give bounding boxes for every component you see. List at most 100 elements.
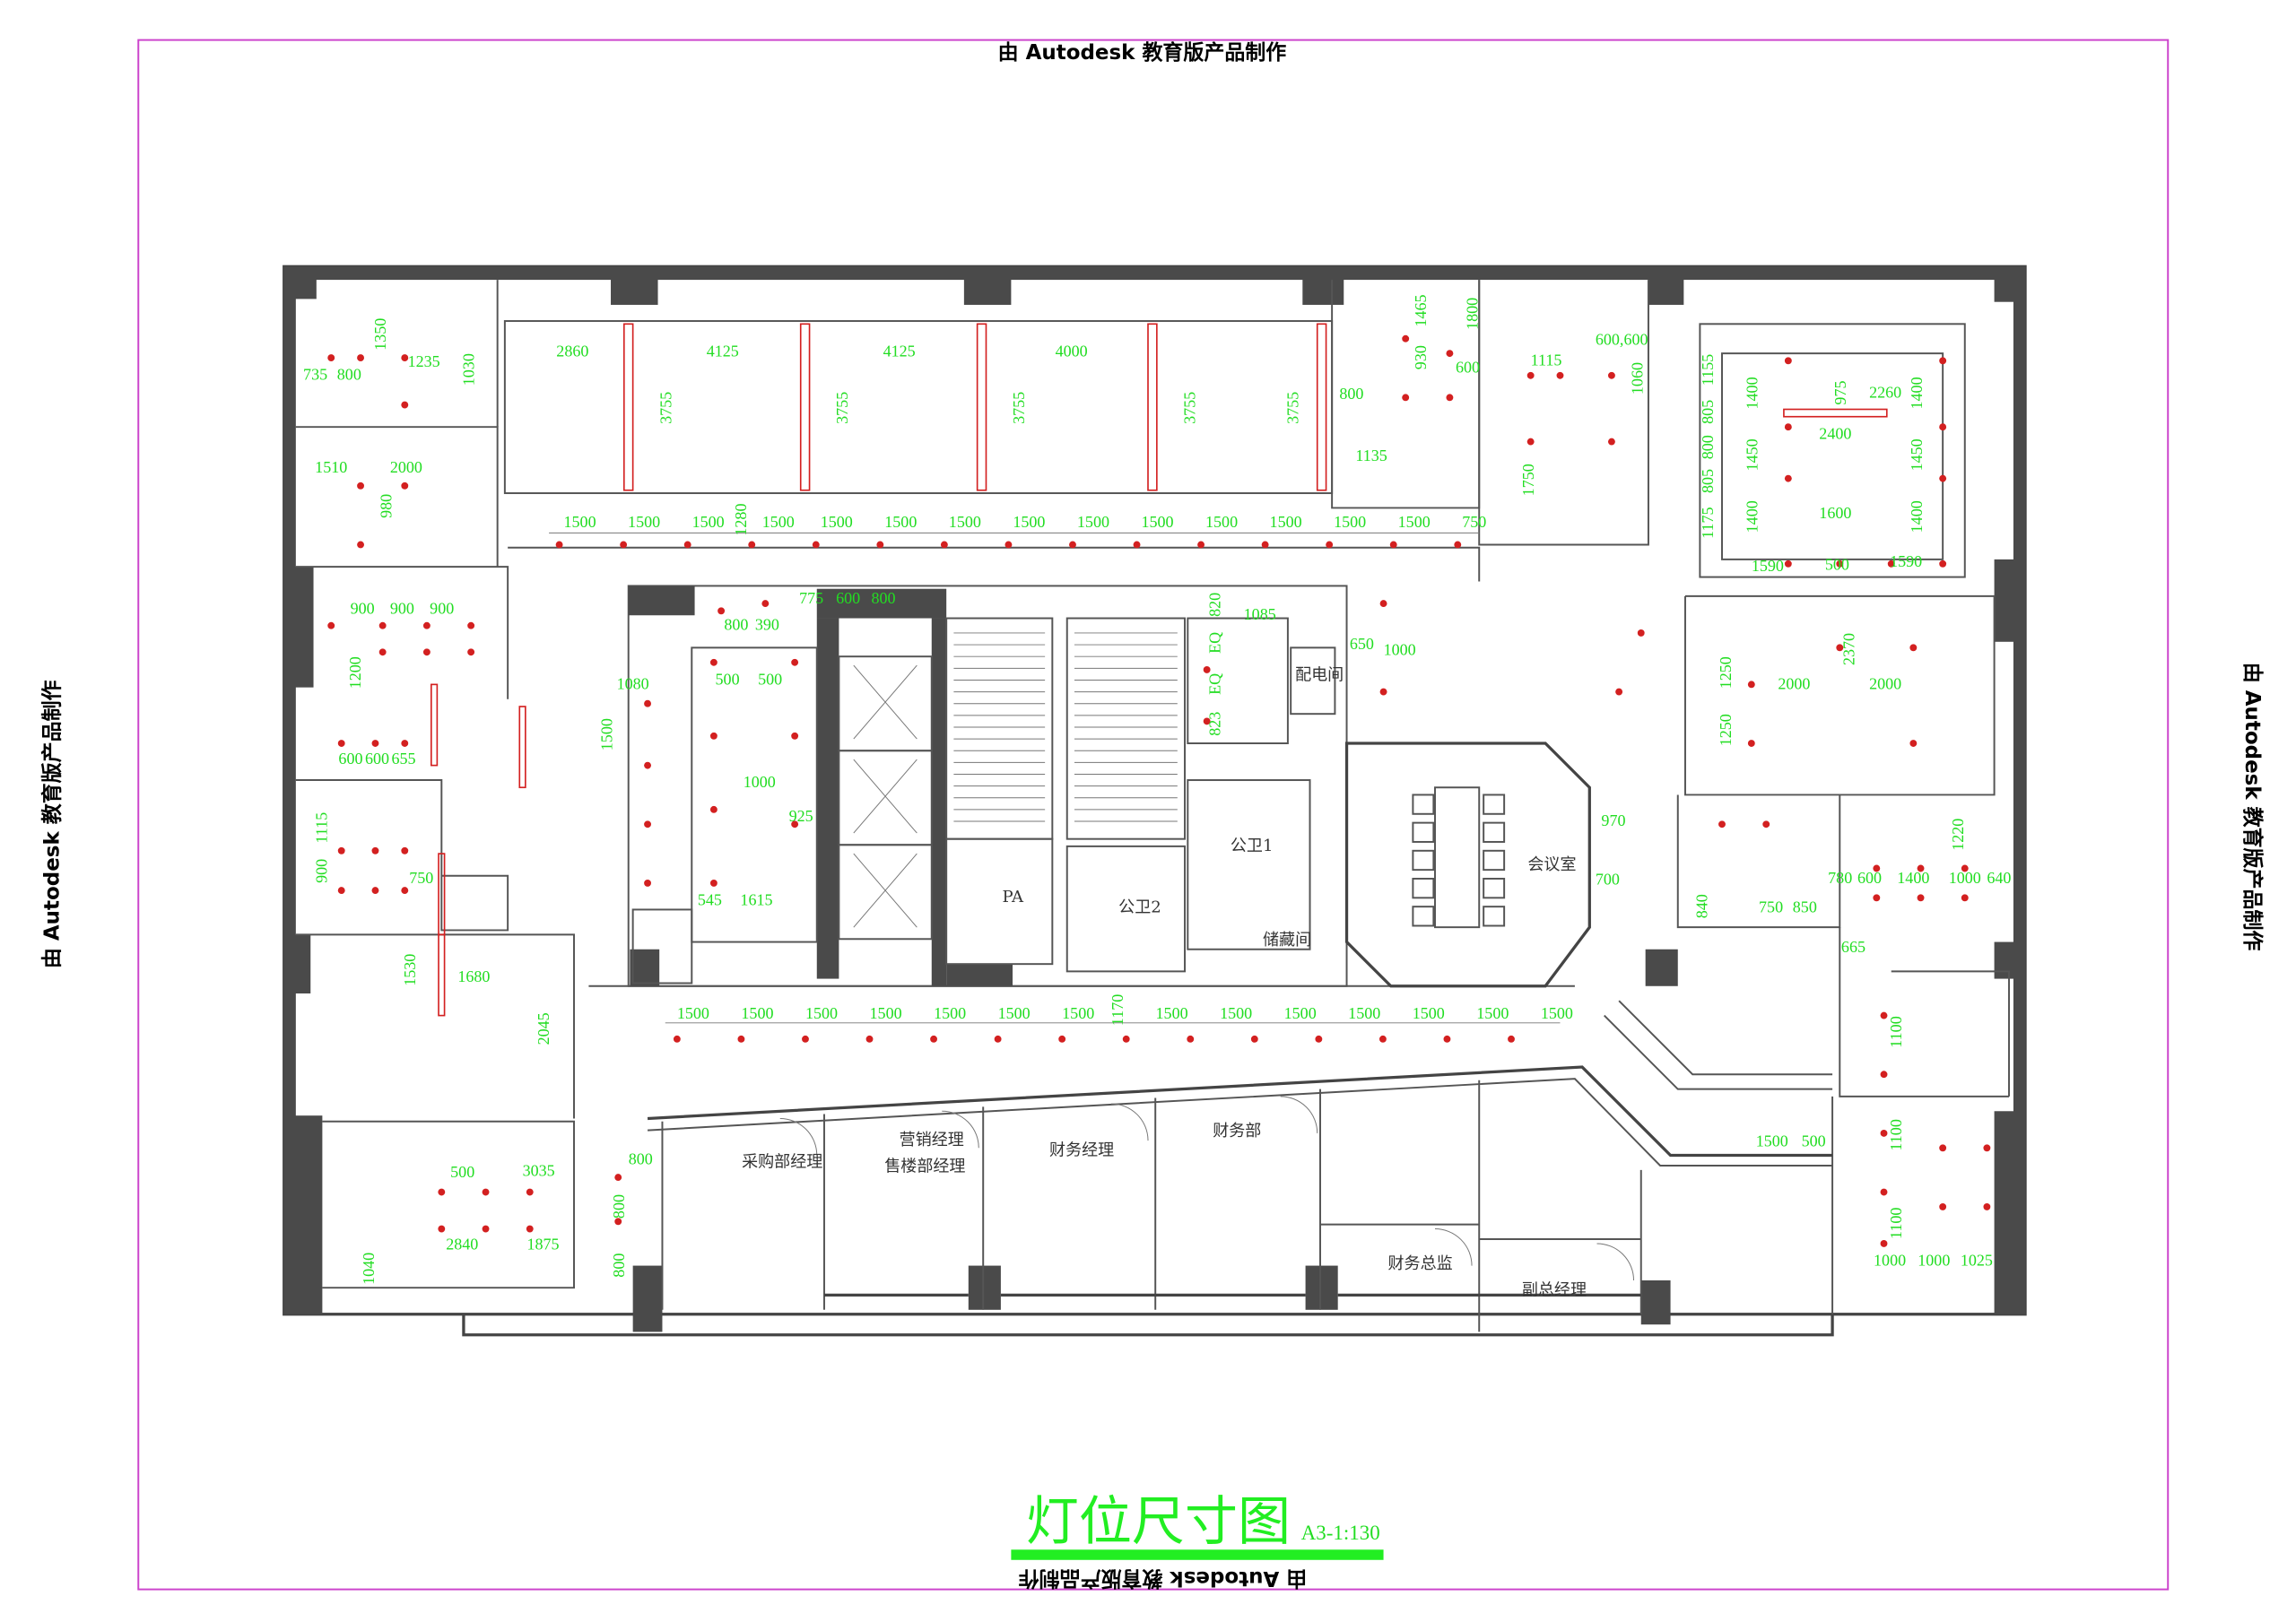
downlight-icon xyxy=(1250,1035,1258,1043)
downlight-icon xyxy=(482,1188,490,1196)
dimension-label: 500 xyxy=(1825,555,1849,573)
downlight-icon xyxy=(1197,541,1205,549)
room-label-finance-director: 财务总监 xyxy=(1387,1254,1452,1273)
downlight-icon xyxy=(644,879,651,887)
downlight-icon xyxy=(1836,644,1844,652)
downlight-icon xyxy=(1203,717,1211,725)
downlight-icon xyxy=(1909,740,1918,747)
dimension-label: 600 xyxy=(365,750,389,768)
dimension-label: 600 xyxy=(836,589,860,607)
dimension-label: 900 xyxy=(312,859,330,883)
room-label-meeting-room: 会议室 xyxy=(1527,855,1576,874)
dimension-label: 1155 xyxy=(1699,354,1717,386)
downlight-icon xyxy=(644,761,651,769)
dimension-label: 1500 xyxy=(1348,1004,1380,1022)
downlight-icon xyxy=(1939,1202,1947,1210)
downlight-icon xyxy=(1718,820,1726,828)
linear-light xyxy=(622,323,634,491)
dimension-label: 3755 xyxy=(833,392,851,424)
dimension-label: 3035 xyxy=(523,1161,555,1179)
dimension-label: 640 xyxy=(1987,869,2011,887)
dimension-label: 655 xyxy=(392,750,416,768)
downlight-icon xyxy=(378,621,387,629)
downlight-icon xyxy=(467,621,475,629)
downlight-icon xyxy=(1784,423,1792,431)
dimension-label: 1000 xyxy=(1384,641,1416,659)
dimension-label: 500 xyxy=(1802,1132,1826,1150)
downlight-icon xyxy=(1378,1035,1387,1043)
downlight-icon xyxy=(1836,559,1844,568)
downlight-icon xyxy=(1880,1129,1888,1137)
downlight-icon xyxy=(1187,1035,1195,1043)
downlight-icon xyxy=(1526,438,1535,446)
dimension-label: 1590 xyxy=(1752,557,1784,575)
downlight-icon xyxy=(422,621,430,629)
downlight-icon xyxy=(1939,474,1947,482)
dimension-label: 1500 xyxy=(1062,1004,1094,1022)
dimension-label: 800 xyxy=(1339,385,1363,403)
dimension-label: 1500 xyxy=(692,513,725,531)
downlight-icon xyxy=(1747,740,1755,747)
dimension-label: 3755 xyxy=(1181,392,1199,424)
drawing-title: 灯位尺寸图 xyxy=(1026,1490,1291,1552)
downlight-icon xyxy=(865,1035,874,1043)
dimension-label: 1115 xyxy=(312,812,330,844)
dimension-label: 1170 xyxy=(1109,994,1126,1026)
dimension-label: 823 xyxy=(1205,712,1223,736)
downlight-icon xyxy=(1961,864,1969,872)
downlight-icon xyxy=(337,740,345,747)
downlight-icon xyxy=(1446,350,1454,358)
dimension-label: 1500 xyxy=(1476,1004,1509,1022)
dimension-label: 1465 xyxy=(1412,295,1430,327)
dimension-label: 2045 xyxy=(535,1012,552,1045)
downlight-icon xyxy=(1556,371,1564,379)
downlight-icon xyxy=(791,732,799,740)
dimension-label: 600 xyxy=(1857,869,1882,887)
dimension-label: 840 xyxy=(1693,894,1711,918)
dimension-label: 1875 xyxy=(526,1236,559,1253)
downlight-icon xyxy=(1939,559,1947,568)
dimension-label: 900 xyxy=(351,600,375,618)
room-label-finance-dept: 财务部 xyxy=(1213,1122,1261,1141)
downlight-icon xyxy=(1058,1035,1066,1043)
dimension-label: 3755 xyxy=(657,392,674,424)
downlight-icon xyxy=(940,541,948,549)
downlight-icon xyxy=(1446,394,1454,402)
dimension-label: 1500 xyxy=(1756,1132,1788,1150)
downlight-icon xyxy=(1983,1144,1991,1152)
watermark-right: 由 Autodesk 教育版产品制作 xyxy=(2240,663,2265,951)
downlight-icon xyxy=(1454,541,1462,549)
downlight-icon xyxy=(371,846,379,854)
linear-light xyxy=(976,323,987,491)
downlight-icon xyxy=(683,541,691,549)
downlight-icon xyxy=(1122,1035,1130,1043)
dimension-label: 1750 xyxy=(1519,464,1537,496)
dimension-label: 2840 xyxy=(446,1236,478,1253)
dimension-label: 1500 xyxy=(1156,1004,1188,1022)
dimension-label: 1500 xyxy=(1141,513,1173,531)
dimension-label: 1250 xyxy=(1717,656,1735,689)
watermark-top: 由 Autodesk 教育版产品制作 xyxy=(998,40,1287,65)
downlight-icon xyxy=(438,1188,446,1196)
dimension-label: 1350 xyxy=(371,318,389,351)
dimension-label: 500 xyxy=(716,670,740,688)
linear-light xyxy=(438,933,446,1017)
downlight-icon xyxy=(812,541,820,549)
dimension-label: 975 xyxy=(1831,380,1849,404)
downlight-icon xyxy=(709,805,718,813)
downlight-icon xyxy=(422,648,430,656)
dimension-label: 2000 xyxy=(1778,674,1810,692)
downlight-icon xyxy=(1261,541,1269,549)
downlight-icon xyxy=(930,1035,938,1043)
dimension-label: 1600 xyxy=(1819,504,1851,522)
downlight-icon xyxy=(1203,666,1211,673)
dimension-label: 1080 xyxy=(617,674,649,692)
downlight-icon xyxy=(555,541,563,549)
dimension-label: 500 xyxy=(758,670,782,688)
downlight-icon xyxy=(994,1035,1002,1043)
downlight-icon xyxy=(1917,894,1925,902)
dimension-label: 1500 xyxy=(1413,1004,1445,1022)
